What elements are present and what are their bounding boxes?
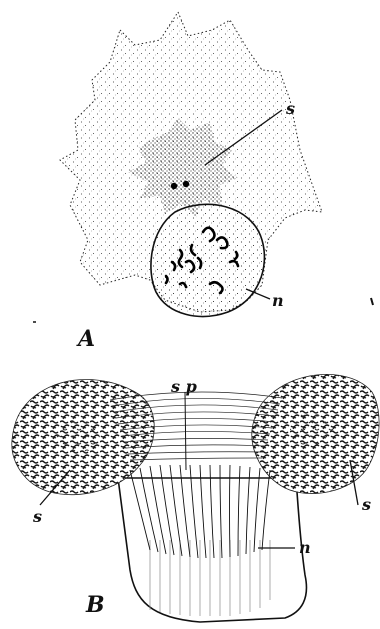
nucleus-a: [151, 204, 264, 316]
panel-label-b: B: [85, 592, 105, 618]
label-s-left-b: s: [32, 507, 42, 526]
label-n-a: n: [272, 291, 284, 310]
label-sp-b: s p: [170, 377, 197, 396]
centriole-dot: [183, 181, 189, 187]
equatorial-plate: [185, 392, 186, 470]
panel-label-a: A: [76, 326, 95, 352]
centriole-dot: [171, 183, 177, 189]
panel-b: s p s s n B: [12, 374, 379, 622]
panel-a: s n A: [33, 12, 373, 352]
label-n-b: n: [299, 538, 311, 557]
stray-mark: [371, 298, 373, 305]
aster-left-center: [56, 417, 100, 453]
label-s-a: s: [285, 99, 295, 118]
label-s-right-b: s: [361, 495, 371, 514]
aster-right-center: [290, 412, 334, 448]
